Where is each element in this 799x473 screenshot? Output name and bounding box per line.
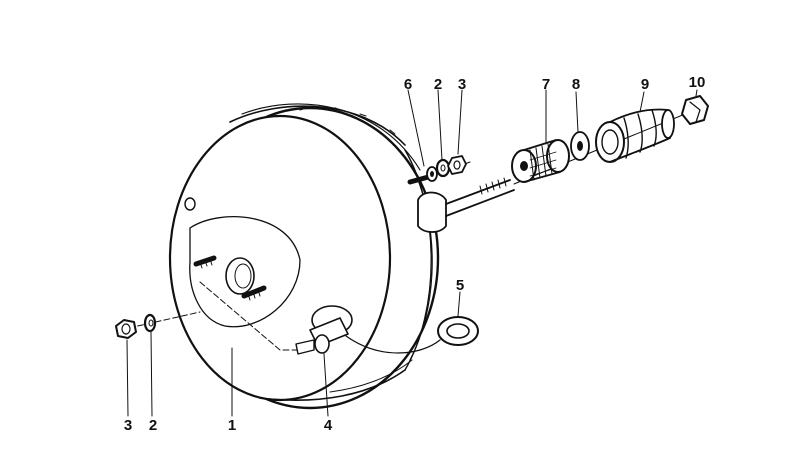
rubber-boot-part-9 — [595, 108, 675, 163]
mounting-stud — [193, 255, 217, 269]
booster-output-rod — [407, 173, 515, 233]
callout-9: 9 — [641, 76, 649, 93]
callout-labels: 6 2 3 7 8 9 10 5 3 2 1 4 — [124, 74, 706, 434]
callout-6: 6 — [404, 76, 412, 93]
nut-part-3-top — [447, 155, 467, 175]
seal-ring-part-5 — [437, 316, 479, 346]
nut-part-10 — [681, 95, 709, 125]
callout-2-top: 2 — [434, 76, 442, 93]
mounting-stud — [241, 285, 267, 301]
washer-part-6 — [426, 166, 438, 182]
callout-8: 8 — [572, 76, 580, 93]
leader-lines — [126, 89, 698, 417]
lock-washer-part-2-top — [435, 158, 451, 178]
callout-1: 1 — [228, 417, 236, 434]
damper-ring-part-8 — [570, 131, 590, 161]
callout-3-top: 3 — [458, 76, 466, 93]
air-filter-part-7 — [511, 139, 570, 183]
vacuum-check-valve — [295, 305, 353, 355]
callout-3-bottom: 3 — [124, 417, 132, 434]
callout-5: 5 — [456, 277, 464, 294]
lock-washer-part-2-bottom — [143, 313, 157, 333]
callout-2-bottom: 2 — [149, 417, 157, 434]
callout-7: 7 — [542, 76, 550, 93]
callout-4: 4 — [324, 417, 333, 434]
brake-booster-housing — [168, 103, 440, 410]
callout-10: 10 — [689, 74, 706, 91]
nut-part-3-bottom — [115, 319, 137, 339]
